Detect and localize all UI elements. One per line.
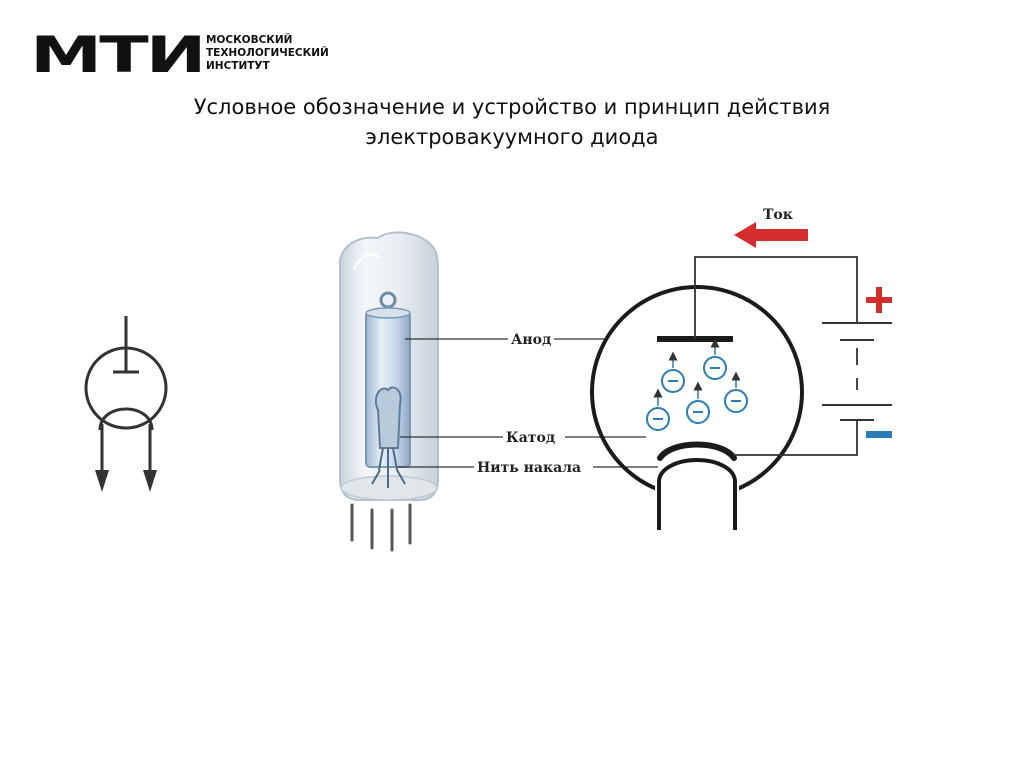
electron-icon	[703, 338, 727, 380]
logo-text: МОСКОВСКИЙ ТЕХНОЛОГИЧЕСКИЙ ИНСТИТУТ	[206, 34, 329, 73]
institute-logo: МТИ МОСКОВСКИЙ ТЕХНОЛОГИЧЕСКИЙ ИНСТИТУТ	[30, 30, 350, 80]
electrons	[646, 338, 748, 431]
battery	[822, 322, 892, 421]
white-bulb-neck	[655, 480, 739, 540]
heater-filament	[371, 447, 406, 488]
logo-line-3: ИНСТИТУТ	[206, 60, 270, 72]
electron-icon	[661, 351, 685, 393]
logo-mark: МТИ	[30, 26, 206, 84]
anode-top-loop	[379, 291, 397, 309]
component-labels: Анод Катод Нить накала	[398, 332, 658, 476]
title-line-2: электровакуумного диода	[365, 125, 659, 149]
filament-label: Нить накала	[477, 460, 581, 476]
minus-sign-icon	[866, 431, 892, 438]
diode-circuit: Ток	[590, 207, 892, 540]
external-wires	[694, 256, 858, 456]
cathode-label: Катод	[506, 430, 555, 446]
plus-vertical	[876, 287, 882, 313]
logo-line-1: МОСКОВСКИЙ	[206, 34, 293, 46]
tube-envelope	[590, 285, 804, 499]
arrow-down-icon	[95, 470, 109, 492]
electron-icon	[686, 381, 710, 424]
bulb-neck	[657, 457, 737, 530]
diode-schematic-symbol	[84, 316, 168, 478]
anode-label: Анод	[511, 332, 551, 348]
cathode-sleeve	[374, 386, 402, 449]
electron-icon	[646, 388, 670, 431]
logo-line-2: ТЕХНОЛОГИЧЕСКИЙ	[206, 47, 329, 59]
current-label: Ток	[763, 207, 793, 223]
current-arrow-icon	[734, 222, 808, 248]
electron-icon	[724, 371, 748, 413]
vacuum-tube-illustration	[339, 231, 439, 552]
tube-pins	[350, 503, 412, 552]
plus-sign-icon	[866, 287, 892, 313]
slide-title: Условное обозначение и устройство и прин…	[0, 92, 1024, 152]
envelope-circle	[84, 346, 168, 430]
cathode-heater-arc	[98, 407, 154, 431]
arrow-down-icon	[143, 470, 157, 492]
title-line-1: Условное обозначение и устройство и прин…	[193, 95, 831, 119]
cathode-arc	[657, 441, 737, 461]
